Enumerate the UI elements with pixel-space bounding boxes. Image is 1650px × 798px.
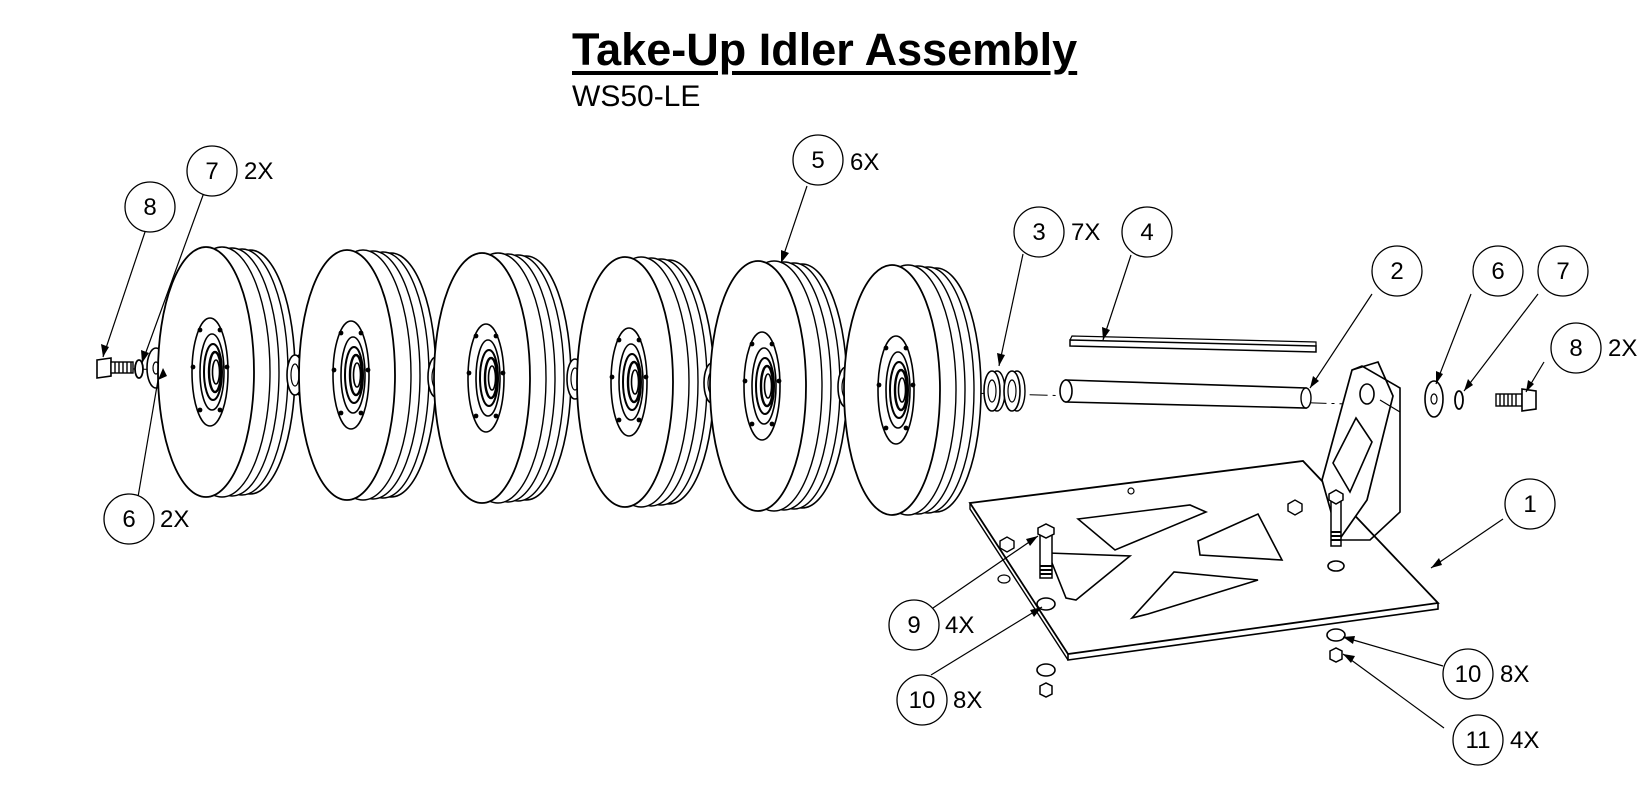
callout-qty: 2X <box>244 158 273 185</box>
callout-number: 3 <box>1032 219 1045 246</box>
pulley-2 <box>297 248 438 502</box>
callout-qty: 2X <box>1608 335 1637 362</box>
pulley-4 <box>575 255 716 509</box>
callout-number: 8 <box>143 194 156 221</box>
right-bolt <box>1495 388 1537 412</box>
callout-number: 10 <box>909 687 936 714</box>
callout-number: 4 <box>1140 219 1153 246</box>
spacer-6 <box>983 370 1006 412</box>
right-flat-washer <box>1424 380 1444 418</box>
callout-qty: 8X <box>953 687 982 714</box>
callout-balloons <box>103 134 1602 766</box>
leader-arrows <box>101 250 1534 663</box>
callout-number: 11 <box>1466 727 1491 754</box>
left-lock-washer <box>134 359 144 379</box>
pulley-6 <box>842 263 983 517</box>
callout-qty: 2X <box>160 506 189 533</box>
page-title: Take-Up Idler Assembly <box>572 24 1078 75</box>
page-subtitle: WS50-LE <box>572 80 701 113</box>
callout-number: 2 <box>1390 258 1403 285</box>
callout-qty: 4X <box>945 612 974 639</box>
callout-number: 10 <box>1455 661 1482 688</box>
pulley-1 <box>156 245 297 499</box>
pulley-5 <box>708 259 849 513</box>
washer-right-upper <box>1327 560 1345 572</box>
callout-number: 6 <box>122 506 135 533</box>
hex-bolt-left <box>1037 523 1055 579</box>
callout-number: 7 <box>1556 258 1569 285</box>
pulley-3 <box>432 251 573 505</box>
callout-number: 1 <box>1523 491 1536 518</box>
callout-number: 9 <box>907 612 920 639</box>
washer-left-lower <box>1036 663 1056 677</box>
shaft <box>1059 379 1312 409</box>
hex-bolt-right <box>1328 489 1344 547</box>
nut-left <box>1039 682 1053 698</box>
spacer-7 <box>1003 370 1026 412</box>
callout-number: 7 <box>205 158 218 185</box>
callout-qty: 7X <box>1071 219 1100 246</box>
callout-number: 8 <box>1569 335 1582 362</box>
callout-qty: 8X <box>1500 661 1529 688</box>
base-plate <box>968 460 1440 661</box>
callout-number: 6 <box>1491 258 1504 285</box>
right-lock-washer <box>1454 390 1464 410</box>
callout-qty: 4X <box>1510 727 1539 754</box>
callout-qty: 6X <box>850 149 879 176</box>
key <box>1069 335 1317 353</box>
callout-number: 5 <box>811 147 824 174</box>
left-bolt <box>96 357 134 379</box>
nut-right <box>1329 647 1343 663</box>
washer-right-lower <box>1326 628 1346 642</box>
